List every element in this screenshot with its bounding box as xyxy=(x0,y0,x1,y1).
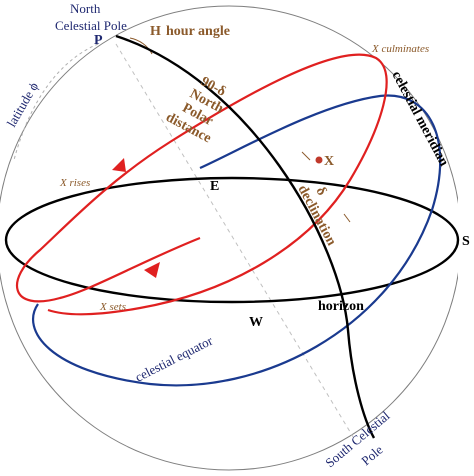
hour-angle-arc xyxy=(129,37,153,55)
celestial-meridian-label: celestial meridian xyxy=(388,69,451,169)
star-diurnal-path xyxy=(15,53,388,316)
south-pole-label-line1: South Celestial xyxy=(322,408,393,471)
hour-angle-label: hour angle xyxy=(166,24,230,39)
latitude-guide-arc xyxy=(13,43,99,161)
north-pole-label-line1: North xyxy=(70,1,101,16)
x-culminates-label: X culminates xyxy=(371,43,429,55)
west-label: W xyxy=(249,315,263,330)
star-x-label: X xyxy=(324,154,334,169)
arrowhead-icon xyxy=(112,158,126,172)
celestial-sphere-outline xyxy=(0,5,458,471)
npd-tick xyxy=(301,151,311,161)
south-label: S xyxy=(462,234,470,249)
north-pole-label-line2: Celestial Pole xyxy=(55,18,127,33)
horizon-label: horizon xyxy=(318,299,364,314)
hour-angle-h-label: H xyxy=(150,24,161,39)
celestial-equator-label: celestial equator xyxy=(133,332,216,384)
latitude-label: latitude ϕ xyxy=(4,79,42,129)
celestial-equator xyxy=(32,94,442,387)
south-pole-label-line2: Pole xyxy=(358,442,386,468)
horizon-circle xyxy=(4,176,460,304)
star-point-icon xyxy=(315,156,323,164)
x-sets-label: X sets xyxy=(99,301,126,313)
arrowhead-icon xyxy=(144,262,160,278)
x-rises-label: X rises xyxy=(59,177,90,189)
east-label: E xyxy=(210,179,219,194)
pole-p-label: P xyxy=(94,33,103,48)
polar-axis-guide xyxy=(115,43,356,441)
declination-tick xyxy=(343,213,351,223)
celestial-meridian xyxy=(115,34,376,439)
npd-label-group: 90-δ North Polar distance xyxy=(163,74,228,146)
